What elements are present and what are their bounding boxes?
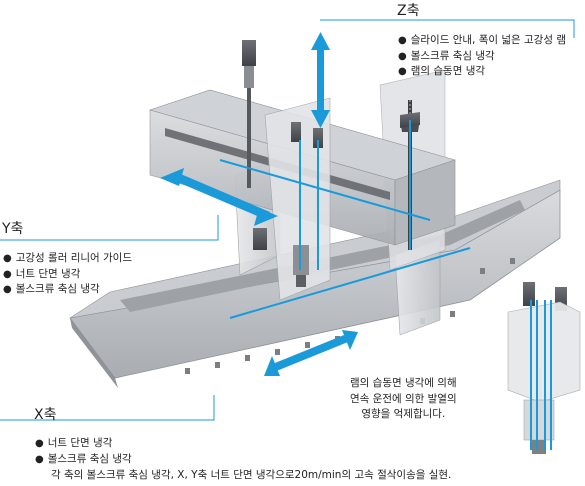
y-axis-label: Y축 [2, 221, 24, 237]
z-axis-label: Z축 [397, 3, 420, 19]
ram-cooling-note: 램의 습동면 냉각에 의해 연속 운전에 의한 발열의 영향을 억제합니다. [350, 376, 457, 423]
y-leader-line [0, 215, 219, 241]
x-axis-arrow [264, 330, 358, 376]
x-axis-feature-list: 너트 단면 냉각 볼스크류 축심 냉각 [35, 436, 132, 467]
z-feature-item: 램의 습동면 냉각 [398, 64, 566, 80]
z-feature-item: 볼스크류 축심 냉각 [398, 49, 566, 65]
x-feature-item: 볼스크류 축심 냉각 [35, 452, 132, 468]
y-feature-item: 고강성 롤러 리니어 가이드 [3, 251, 132, 267]
ram-note-line: 연속 운전에 의한 발열의 [350, 392, 457, 405]
ram-detail-inset [507, 282, 581, 454]
motion-arrows [160, 32, 358, 376]
y-feature-item: 너트 단면 냉각 [3, 267, 132, 283]
summary-text: 각 축의 볼스크류 축심 냉각, X, Y축 너트 단면 냉각으로20m/min… [51, 469, 452, 481]
y-feature-item: 볼스크류 축심 냉각 [3, 282, 132, 298]
z-feature-item: 슬라이드 안내, 폭이 넓은 고강성 램 [398, 33, 566, 49]
z-axis-feature-list: 슬라이드 안내, 폭이 넓은 고강성 램 볼스크류 축심 냉각 램의 습동면 냉… [398, 33, 566, 80]
x-feature-item: 너트 단면 냉각 [35, 436, 132, 452]
ram-note-line: 영향을 억제합니다. [361, 408, 446, 420]
y-axis-feature-list: 고강성 롤러 리니어 가이드 너트 단면 냉각 볼스크류 축심 냉각 [3, 251, 132, 298]
x-axis-label: X축 [34, 407, 57, 423]
z-axis-arrow [311, 32, 330, 128]
servo-motors [242, 40, 420, 250]
cooling-lines [219, 120, 471, 319]
ram-note-line: 램의 습동면 냉각에 의해 [350, 377, 457, 389]
z-leader-line [320, 19, 575, 38]
y-axis-arrow [160, 168, 278, 226]
x-leader-line [0, 395, 215, 421]
